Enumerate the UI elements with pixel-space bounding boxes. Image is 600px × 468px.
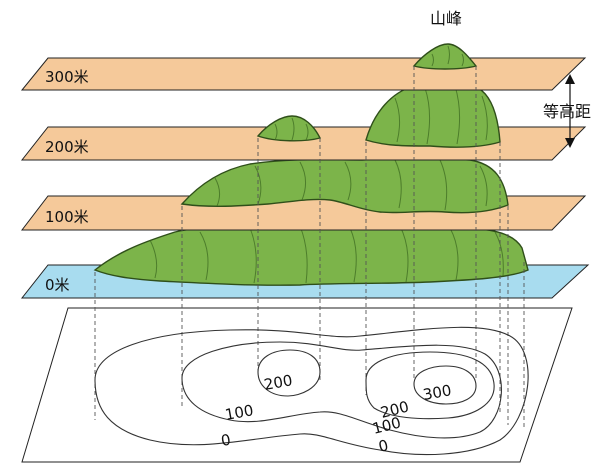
contour-interval-label: 等高距: [543, 102, 591, 121]
contour-0: [94, 326, 529, 456]
contour-200-big: [365, 351, 495, 420]
terrain-lower-ridges: [149, 225, 504, 284]
label-300: 300: [422, 381, 453, 404]
big-peak-middle-ridges: [394, 85, 488, 145]
terrain-lower: [93, 223, 529, 286]
arrow-up-icon: [565, 74, 575, 84]
terrain-summit: [412, 43, 478, 70]
arrow-down-icon: [565, 138, 575, 148]
plane-label-300m: 300米: [45, 68, 89, 86]
contour-100: [181, 341, 502, 439]
plane-label-100m: 100米: [45, 208, 89, 226]
contour-interval-indicator: [565, 74, 575, 148]
plane-300m: [20, 57, 587, 91]
contour-200-small: [257, 349, 321, 397]
contour-map-base: [21, 307, 573, 463]
contour-map-labels: 200 100 0 300 200 100 0: [220, 371, 453, 456]
label-0-right: 0: [377, 436, 391, 456]
terrain-middle-ridges: [214, 159, 488, 211]
plane-label-200m: 200米: [45, 138, 89, 156]
label-0-outer: 0: [220, 431, 233, 450]
label-100-outer: 100: [224, 401, 255, 424]
terrain-small-peak: [256, 115, 322, 142]
contour-300: [413, 365, 477, 405]
plane-label-0m: 0米: [45, 276, 70, 294]
contour-lines: [94, 326, 529, 456]
peak-label: 山峰: [430, 9, 462, 28]
summit-ridges: [431, 45, 464, 67]
terrain-big-peak-middle: [365, 82, 501, 148]
small-peak-ridges: [274, 117, 309, 141]
label-200-small: 200: [263, 371, 294, 394]
